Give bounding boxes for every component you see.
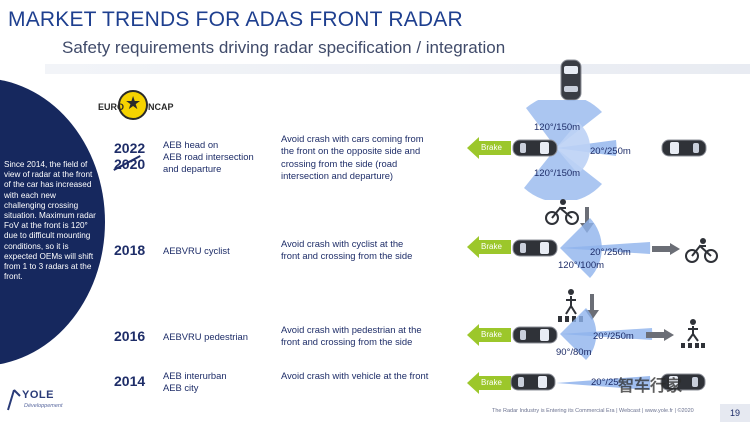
description-line: intersection and departure) xyxy=(281,170,394,182)
brake-arrow: Brake xyxy=(467,324,511,346)
cyclist-icon xyxy=(685,238,718,263)
ncap-right-label: NCAP xyxy=(148,102,174,112)
radar-spec-label: 20°/250m xyxy=(593,331,634,342)
radar-coverage-2022 xyxy=(524,100,617,200)
right-arrow-icon xyxy=(646,329,674,341)
description-line: Avoid crash with cyclist at the xyxy=(281,238,404,249)
year-2018: 2018 xyxy=(114,242,146,258)
ego-car-icon xyxy=(510,373,556,391)
page-number: 19 xyxy=(720,404,750,422)
target-car-icon xyxy=(661,139,707,157)
feature-line: and departure xyxy=(163,163,222,174)
ego-car-icon xyxy=(512,326,558,344)
euro-ncap-logo: ★ EURO NCAP xyxy=(98,88,174,124)
radar-spec-label: 20°/250m xyxy=(590,146,631,157)
radar-coverage-2014 xyxy=(556,376,651,390)
brake-label: Brake xyxy=(481,242,502,251)
year-2016: 2016 xyxy=(114,328,146,344)
right-arrow-icon xyxy=(652,243,680,255)
sidebar-text: Since 2014, the field of view of radar a… xyxy=(4,160,96,282)
year-2022: 2022 xyxy=(114,140,146,156)
feature-line: AEBVRU pedestrian xyxy=(163,331,248,342)
description-line: crossing from the side (road xyxy=(281,157,398,169)
radar-spec-label: 120°/100m xyxy=(558,260,605,271)
description-line: the front on the opposite side and xyxy=(281,145,421,157)
radar-coverage-2018 xyxy=(560,218,651,278)
yole-logo-mark-icon xyxy=(7,389,21,411)
logo-name: YOLE xyxy=(22,389,54,401)
feature-line: AEB road intersection xyxy=(163,151,254,162)
logo-subtitle: Développement xyxy=(24,403,63,409)
star-icon: ★ xyxy=(125,93,142,113)
radar-coverage-2016 xyxy=(560,308,653,360)
watermark-text: 智车行家 xyxy=(618,378,683,395)
target-car-icon xyxy=(660,373,706,391)
footer-text: The Radar Industry is Entering its Comme… xyxy=(492,408,694,414)
slide-subtitle: Safety requirements driving radar specif… xyxy=(62,38,506,57)
ego-car-icon xyxy=(512,239,558,257)
ncap-circle xyxy=(118,90,148,120)
description-line: front and crossing from the side xyxy=(281,336,413,348)
radar-spec-label: 90°/80m xyxy=(556,347,592,358)
radar-spec-label: 120°/150m xyxy=(534,168,581,179)
brake-arrow: Brake xyxy=(467,137,511,159)
description-line: Avoid crash with cars coming from xyxy=(281,133,424,144)
header-band xyxy=(45,64,750,74)
year-2020-struck: 2020 xyxy=(114,156,146,172)
yole-logo: YOLE Développement xyxy=(6,386,66,416)
description-line: front and crossing from the side xyxy=(281,250,413,262)
radar-spec-label: 20°/250m xyxy=(590,247,631,258)
radar-spec-label: 120°/150m xyxy=(534,122,581,133)
ego-car-icon xyxy=(512,139,558,157)
ncap-left-label: EURO xyxy=(98,102,125,112)
description-line: Avoid crash with vehicle at the front xyxy=(281,370,429,381)
slide-title: MARKET TRENDS FOR ADAS FRONT RADAR xyxy=(8,8,463,31)
cyclist-icon xyxy=(545,199,579,225)
brake-label: Brake xyxy=(481,143,502,152)
year-2014: 2014 xyxy=(114,373,146,389)
radar-spec-label: 20°/25 xyxy=(591,377,619,388)
brake-arrow: Brake xyxy=(467,236,511,258)
feature-line: AEBVRU cyclist xyxy=(163,245,230,256)
brake-label: Brake xyxy=(481,330,502,339)
description-line: Avoid crash with pedestrian at the xyxy=(281,324,422,335)
feature-line: AEB interurban xyxy=(163,370,227,381)
feature-line: AEB head on xyxy=(163,139,219,150)
oncoming-car-icon xyxy=(560,59,582,101)
brake-label: Brake xyxy=(481,378,502,387)
brake-arrow: Brake xyxy=(467,372,511,394)
feature-line: AEB city xyxy=(163,382,199,393)
pedestrian-crossing-icon xyxy=(681,319,705,348)
